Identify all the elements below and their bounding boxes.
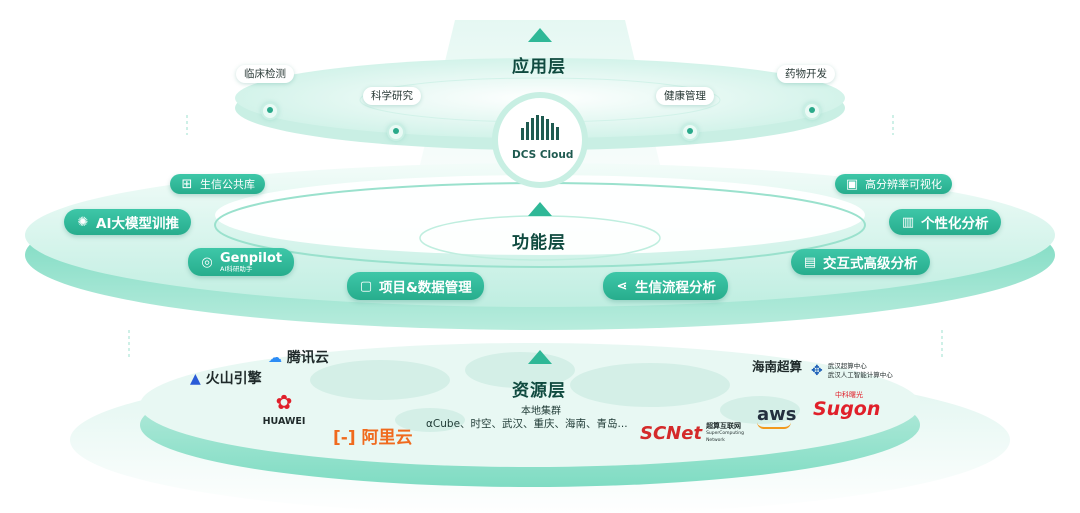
aws-smile-icon <box>757 422 791 429</box>
huawei-logo: ✿ HUAWEI <box>262 390 306 427</box>
pill-personalized-analysis: ▥ 个性化分析 <box>889 209 1001 235</box>
pill-hires-visualization: ▣ 高分辨率可视化 <box>835 174 952 194</box>
pill-pipeline-analysis: ⋖ 生信流程分析 <box>603 272 728 300</box>
image-icon: ▣ <box>845 176 859 192</box>
share-nodes-icon: ⋖ <box>616 278 628 294</box>
dcs-cloud-label: DCS Cloud <box>512 149 574 161</box>
aws-logo: aws <box>757 404 797 429</box>
clipboard-icon: ▢ <box>359 278 373 294</box>
dcs-cloud-logo <box>521 115 559 140</box>
compass-icon: ◎ <box>201 254 213 270</box>
list-icon: ▤ <box>803 254 817 270</box>
tag-dot-3 <box>683 125 697 139</box>
hainan-supercomputing-logo: 海南超算 <box>752 359 803 374</box>
tag-dot-4 <box>805 104 819 118</box>
ai-brain-icon: ✺ <box>77 214 89 230</box>
tag-dot-1 <box>263 104 277 118</box>
pill-project-data-management: ▢ 项目&数据管理 <box>347 272 484 300</box>
scnet-logo: SCNet 超算互联网 SuperComputing Network <box>640 422 744 445</box>
volcano-icon: ▲ <box>190 371 201 387</box>
local-cluster-list: αCube、时空、武汉、重庆、海南、青岛... <box>426 418 628 430</box>
pill-bio-public-library: ⊞ 生信公共库 <box>170 174 265 194</box>
tag-drug-development: 药物开发 <box>777 65 835 83</box>
tag-dot-2 <box>389 125 403 139</box>
tag-health-management: 健康管理 <box>656 87 714 105</box>
layer-arrows <box>528 28 552 364</box>
cloud-icon: ☁ <box>268 350 282 366</box>
resource-layer-title: 资源层 <box>512 381 566 401</box>
function-layer-title: 功能层 <box>512 233 566 253</box>
aliyun-logo: [-] 阿里云 <box>333 428 413 448</box>
dcs-cloud-circle <box>492 92 588 188</box>
pill-genpilot: ◎ Genpilot AI科研助手 <box>188 248 295 276</box>
world-map <box>310 352 800 432</box>
pill-interactive-analysis: ▤ 交互式高级分析 <box>791 249 930 275</box>
chart-icon: ▥ <box>901 214 915 230</box>
tag-clinical-testing: 临床检测 <box>236 65 294 83</box>
aliyun-icon: [-] <box>333 428 356 448</box>
tencent-cloud-logo: ☁ 腾讯云 <box>268 350 329 366</box>
wuhan-supercomputing-logo: ✥ 武汉超算中心 武汉人工智能计算中心 <box>811 362 893 379</box>
huawei-flower-icon: ✿ <box>275 390 293 414</box>
sugon-logo: 中科曙光 Sugon <box>813 391 881 420</box>
wuhan-emblem-icon: ✥ <box>811 363 823 379</box>
side-lines <box>128 115 943 360</box>
pill-ai-model-training: ✺ AI大模型训推 <box>64 209 191 235</box>
local-cluster-label: 本地集群 <box>521 406 561 417</box>
application-layer-title: 应用层 <box>512 57 566 77</box>
grid-icon: ⊞ <box>181 176 193 192</box>
tag-scientific-research: 科学研究 <box>363 87 421 105</box>
volcano-engine-logo: ▲ 火山引擎 <box>190 371 262 387</box>
